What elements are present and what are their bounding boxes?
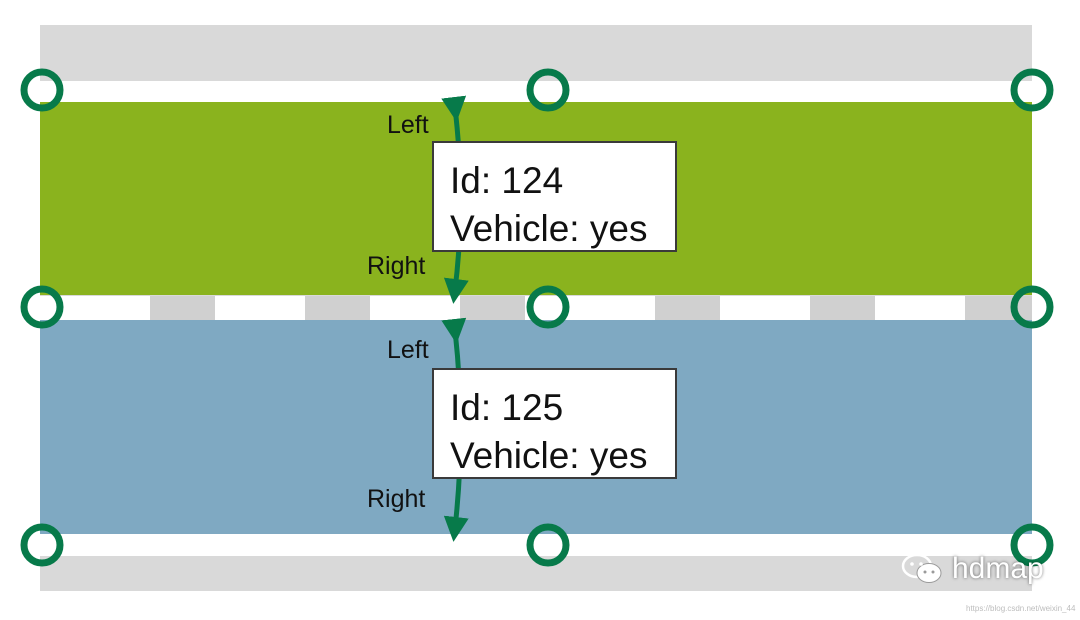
dash-segment — [215, 296, 305, 320]
wechat-icon — [901, 553, 942, 583]
node-ring-icon — [20, 285, 64, 329]
node-ring-icon — [1010, 285, 1054, 329]
node-ring-icon — [1010, 68, 1054, 112]
lane-125-left-label: Left — [387, 336, 429, 364]
watermark-text: hdmap — [952, 552, 1044, 585]
lane-info-card-125: Id: 125 Vehicle: yes — [432, 368, 677, 479]
lane-info-card-124: Id: 124 Vehicle: yes — [432, 141, 677, 252]
lane-125-right-label: Right — [367, 485, 426, 513]
boundary-line-bottom — [40, 534, 1032, 556]
lane-124-right-label: Right — [367, 252, 426, 280]
boundary-line-top — [40, 81, 1032, 102]
dash-segment — [720, 296, 810, 320]
lane-vehicle-text: Vehicle: yes — [450, 208, 648, 249]
watermark: hdmap — [900, 552, 1044, 586]
watermark-url: https://blog.csdn.net/weixin_44 — [966, 604, 1076, 613]
lane-id-text: Id: 125 — [450, 387, 564, 428]
dash-segment — [370, 296, 460, 320]
lane-id-text: Id: 124 — [450, 160, 564, 201]
node-ring-icon — [526, 523, 570, 567]
lane-vehicle-text: Vehicle: yes — [450, 435, 648, 476]
node-ring-icon — [20, 523, 64, 567]
node-ring-icon — [526, 68, 570, 112]
dash-segment — [875, 296, 965, 320]
node-ring-icon — [1010, 523, 1054, 567]
lane-124-left-label: Left — [387, 111, 429, 139]
dash-segment — [525, 296, 655, 320]
node-ring-icon — [20, 68, 64, 112]
lane-nodes — [20, 68, 1054, 567]
node-ring-icon — [526, 285, 570, 329]
